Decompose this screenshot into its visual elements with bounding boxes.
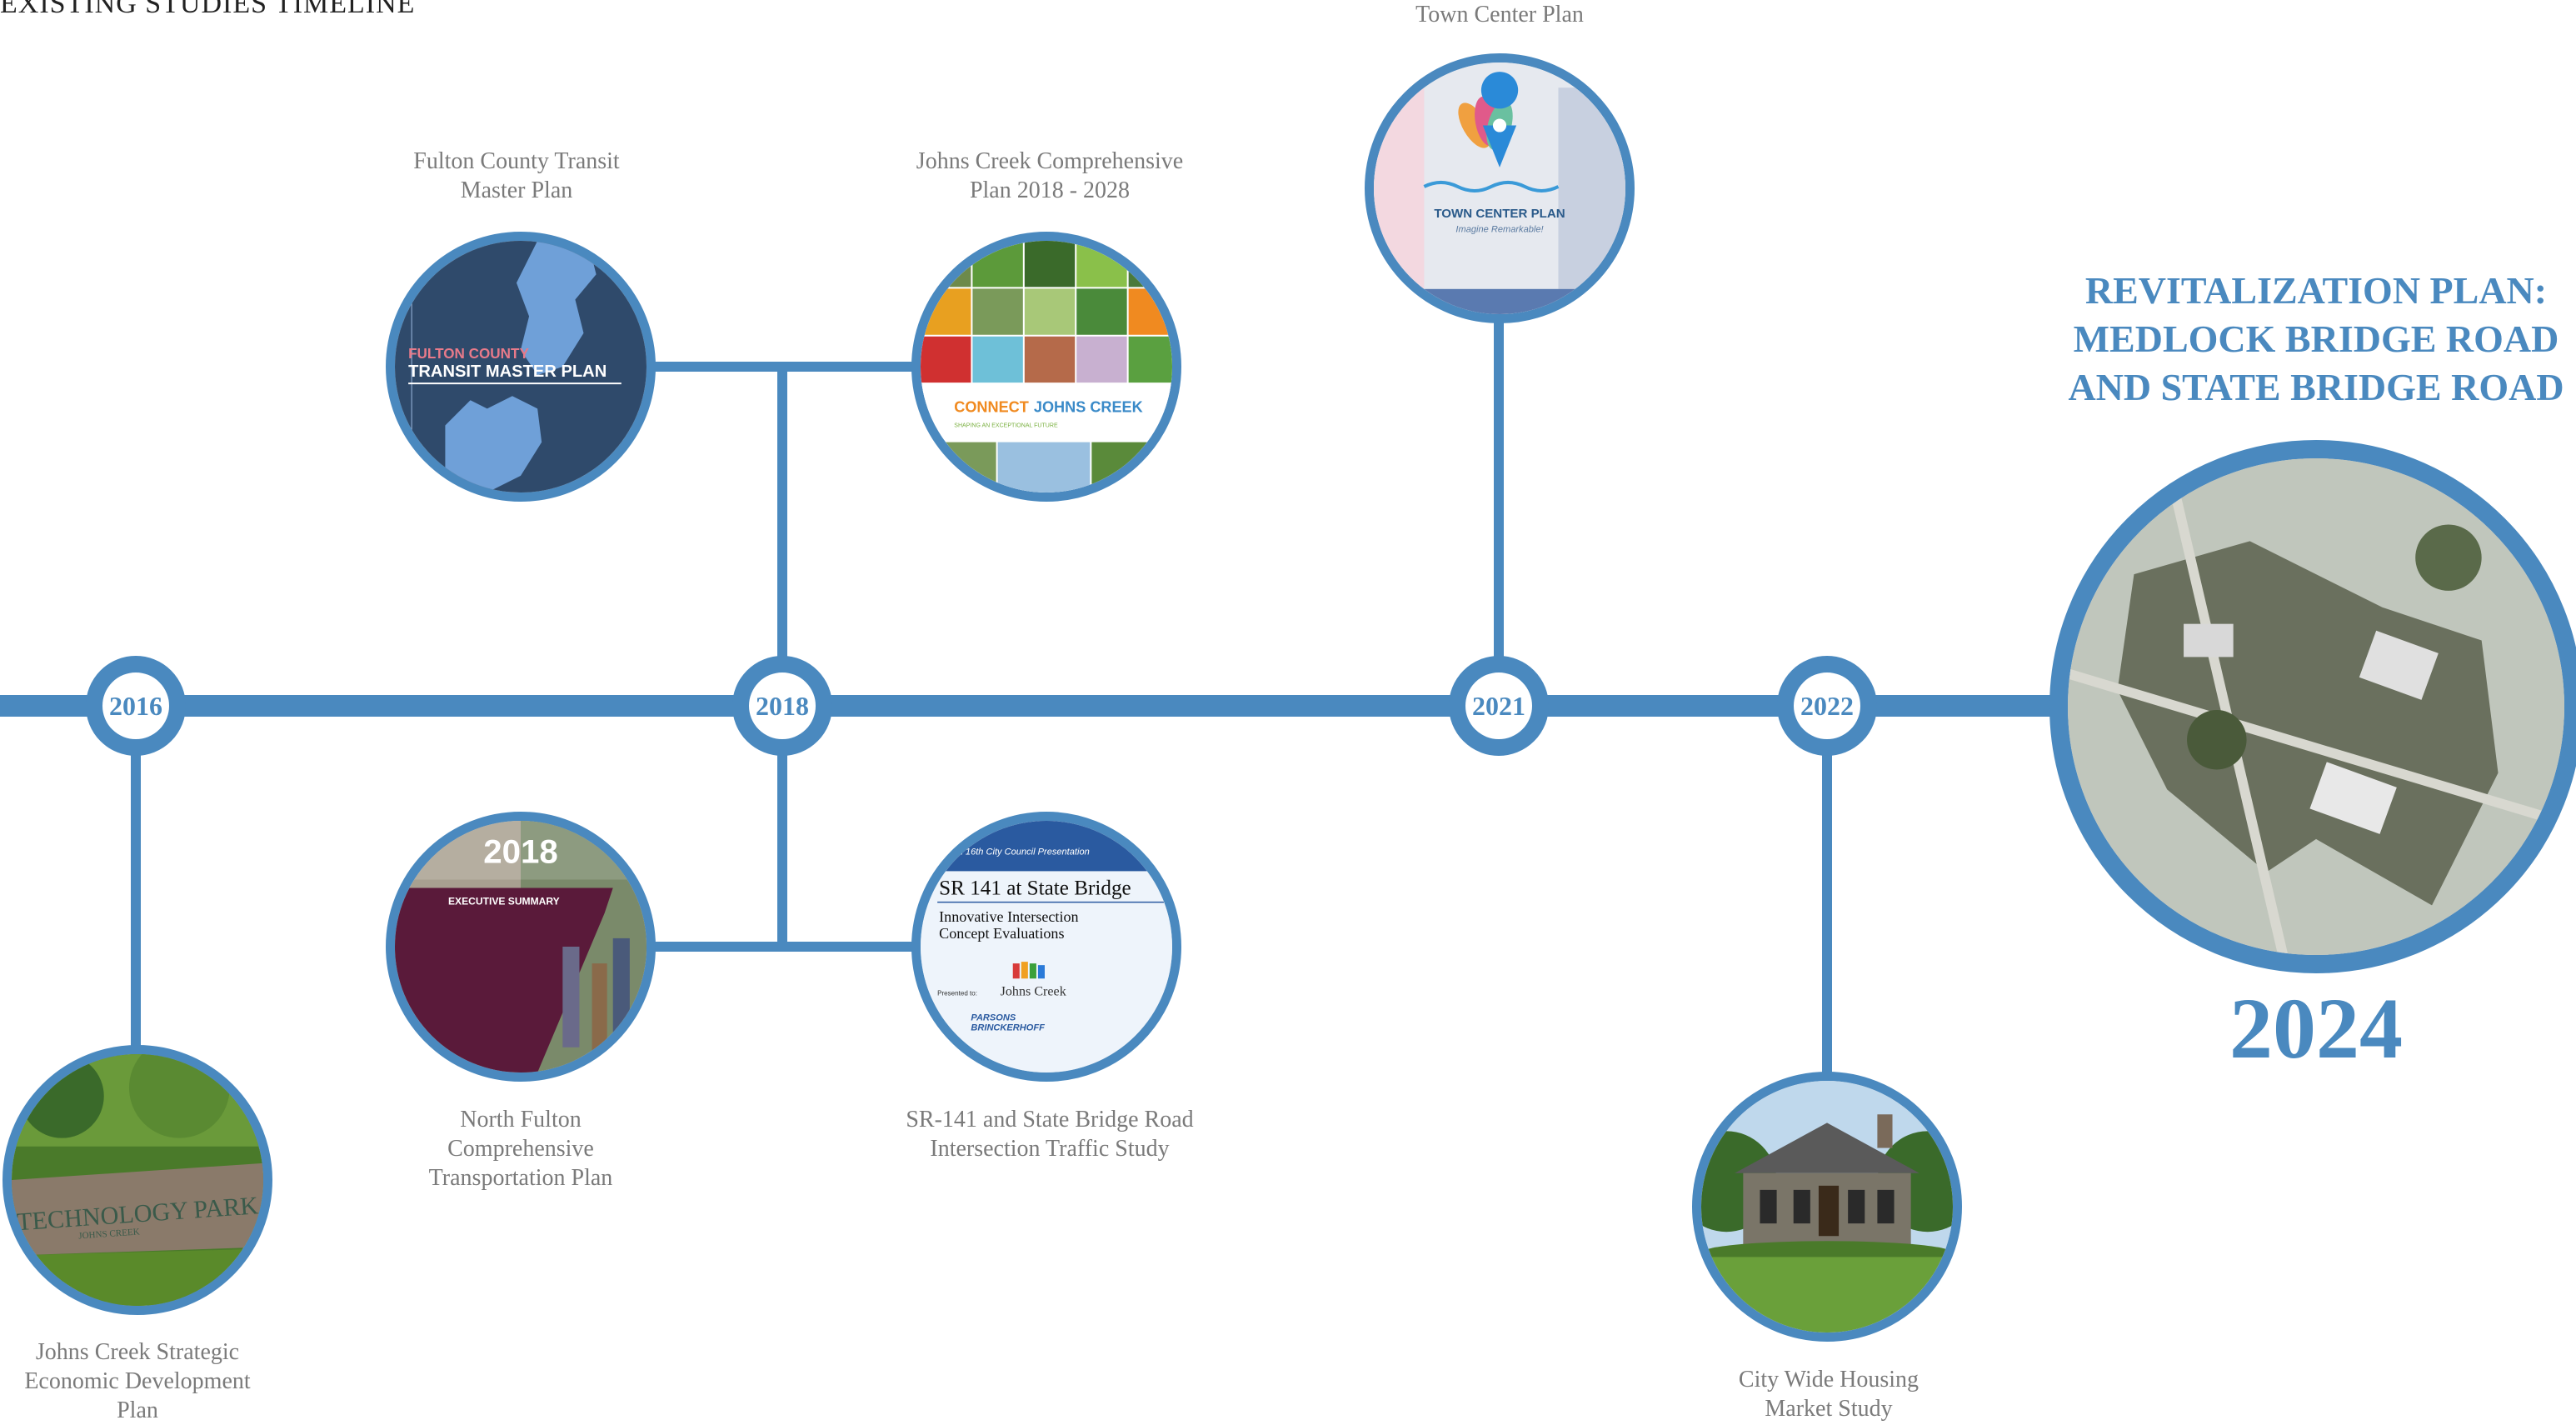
year-node-2021: 2021 (1449, 656, 1549, 756)
thumb-sr-title: SR 141 at State Bridge (939, 878, 1131, 900)
thumb-sr-client: Johns Creek (1001, 984, 1067, 998)
timeline-main-line (0, 695, 2083, 717)
year-node-2022: 2022 (1777, 656, 1877, 756)
final-year-2024: 2024 (2229, 981, 2403, 1077)
caption-housing: City Wide Housing Market Study (1738, 1367, 1920, 1422)
thumb-jc-brand-a: CONNECT (954, 398, 1029, 415)
caption-jc-strategic: Johns Creek Strategic Economic Developme… (24, 1339, 251, 1423)
thumb-jc-tagline: SHAPING AN EXCEPTIONAL FUTURE (954, 422, 1058, 428)
thumb-jc-comprehensive[interactable]: CONNECT JOHNS CREEK SHAPING AN EXCEPTION… (911, 232, 1181, 502)
thumb-fulton-transit[interactable]: FULTON COUNTY TRANSIT MASTER PLAN (386, 232, 656, 502)
connector-2018-bottom-horizontal (650, 942, 916, 952)
thumb-sr-sub1: Innovative Intersection (939, 908, 1078, 925)
year-node-2018: 2018 (732, 656, 832, 756)
thumb-sr141[interactable]: March 16th City Council Presentation SR … (911, 812, 1181, 1082)
thumb-jc-strategic[interactable]: TECHNOLOGY PARK JOHNS CREEK (2, 1045, 272, 1315)
thumb-sr-presented: Presented to: (937, 989, 977, 997)
caption-sr141: SR-141 and State Bridge Road Intersectio… (906, 1107, 1194, 1162)
thumb-final-aerial[interactable] (2049, 440, 2576, 973)
caption-town-center: Town Center Plan (1415, 2, 1584, 28)
thumb-fulton-line1: FULTON COUNTY (408, 346, 529, 362)
connector-2021-up (1494, 317, 1504, 708)
connector-2022-down (1822, 708, 1832, 1092)
caption-fulton-transit: Fulton County Transit Master Plan (413, 148, 620, 203)
thumb-town-center[interactable]: TOWN CENTER PLAN Imagine Remarkable! (1365, 53, 1635, 323)
thumb-nf-year: 2018 (483, 832, 558, 870)
final-plan-title: REVITALIZATION PLAN: MEDLOCK BRIDGE ROAD… (2068, 269, 2564, 408)
thumb-jcs-sign-sub: JOHNS CREEK (78, 1227, 140, 1241)
thumb-nf-label: EXECUTIVE SUMMARY (448, 896, 560, 908)
thumb-housing[interactable] (1692, 1072, 1962, 1342)
thumb-north-fulton[interactable]: 2018 EXECUTIVE SUMMARY (386, 812, 656, 1082)
thumb-jc-brand-b: JOHNS CREEK (1034, 398, 1143, 415)
thumb-town-title: TOWN CENTER PLAN (1434, 207, 1565, 221)
thumb-sr-sub2: Concept Evaluations (939, 925, 1064, 942)
connector-2018-top-horizontal (650, 362, 916, 372)
connector-2016-down (131, 708, 141, 1058)
thumb-town-tagline: Imagine Remarkable! (1455, 224, 1543, 234)
caption-north-fulton: North Fulton Comprehensive Transportatio… (428, 1107, 613, 1191)
year-node-2016: 2016 (86, 656, 186, 756)
caption-jc-comprehensive: Johns Creek Comprehensive Plan 2018 - 20… (916, 148, 1184, 203)
page-header: Existing Studies Timeline (0, 0, 416, 19)
thumb-fulton-line2: TRANSIT MASTER PLAN (408, 362, 607, 381)
thumb-sr-banner: March 16th City Council Presentation (937, 847, 1090, 857)
thumb-sr-firm2: BRINCKERHOFF (971, 1023, 1045, 1033)
thumb-sr-firm1: PARSONS (971, 1013, 1016, 1023)
